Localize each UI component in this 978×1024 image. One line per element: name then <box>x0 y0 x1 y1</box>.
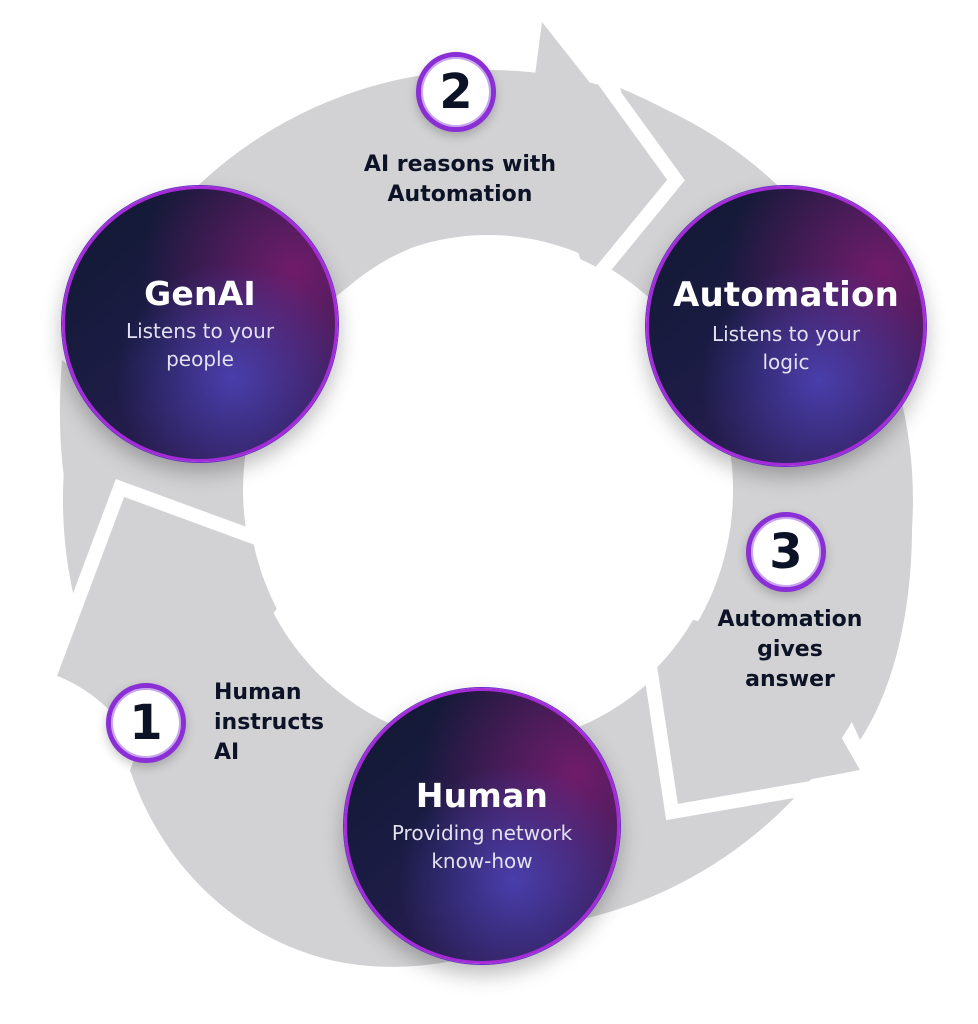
center-disk <box>248 240 728 740</box>
step-3-label: Automation gives answer <box>717 607 863 692</box>
genai-subtitle: Listens to your people <box>125 318 275 371</box>
genai-title: GenAI <box>144 274 256 314</box>
gap-top-right <box>553 13 685 292</box>
human-subtitle: Providing network know-how <box>391 820 573 873</box>
step-1-label: Human instructs AI <box>214 680 324 765</box>
human-title: Human <box>415 776 549 816</box>
automation-node: Automation Listens to your logic <box>646 186 926 466</box>
step-2-badge: 2 <box>416 52 496 132</box>
automation-subtitle: Listens to your logic <box>711 321 861 374</box>
step-1-badge: 1 <box>106 683 186 763</box>
human-node: Human Providing network know-how <box>344 688 620 964</box>
genai-node: GenAI Listens to your people <box>62 186 338 462</box>
step-2-label: AI reasons with Automation <box>363 152 557 207</box>
automation-title: Automation <box>673 275 899 316</box>
step-3-badge: 3 <box>746 512 826 592</box>
